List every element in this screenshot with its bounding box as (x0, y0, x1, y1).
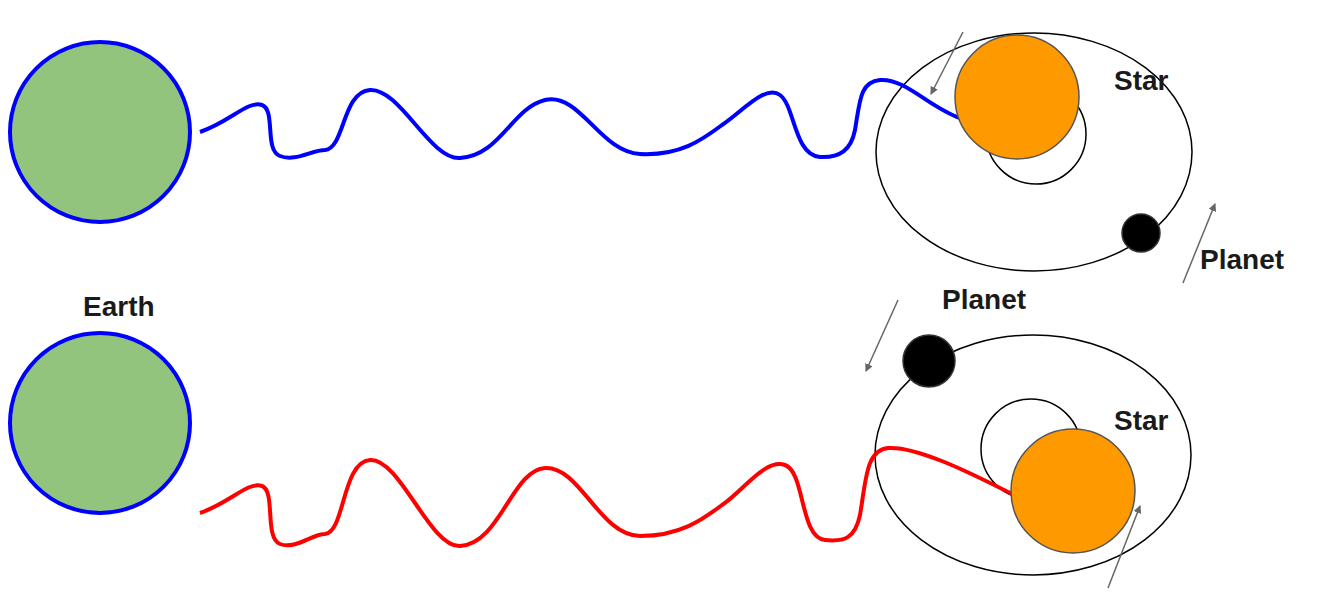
planet-circle: Planet (902, 334, 956, 388)
star-circle: Star (1010, 428, 1136, 554)
node-label: Star (1114, 64, 1168, 98)
earth-circle (10, 42, 190, 222)
node-outline (1010, 428, 1136, 554)
node-label: Star (1114, 404, 1168, 438)
motion-arrow (866, 300, 898, 371)
star-circle: Star (954, 34, 1080, 160)
light-wave (200, 80, 960, 158)
orbit-ellipse (876, 33, 1192, 271)
node-label: Planet (1200, 243, 1284, 277)
body-disc (903, 335, 955, 387)
earth-circle (10, 333, 190, 513)
node-label: Planet (942, 283, 1026, 317)
body-disc (1011, 429, 1135, 553)
node-outline (902, 334, 956, 388)
node-outline (954, 34, 1080, 160)
body-disc (1122, 214, 1160, 252)
body-disc (955, 35, 1079, 159)
node-outline (1121, 213, 1161, 253)
planet-circle: Planet (1121, 213, 1161, 253)
light-wave (200, 448, 1012, 546)
planet-name: Earth (83, 290, 155, 324)
